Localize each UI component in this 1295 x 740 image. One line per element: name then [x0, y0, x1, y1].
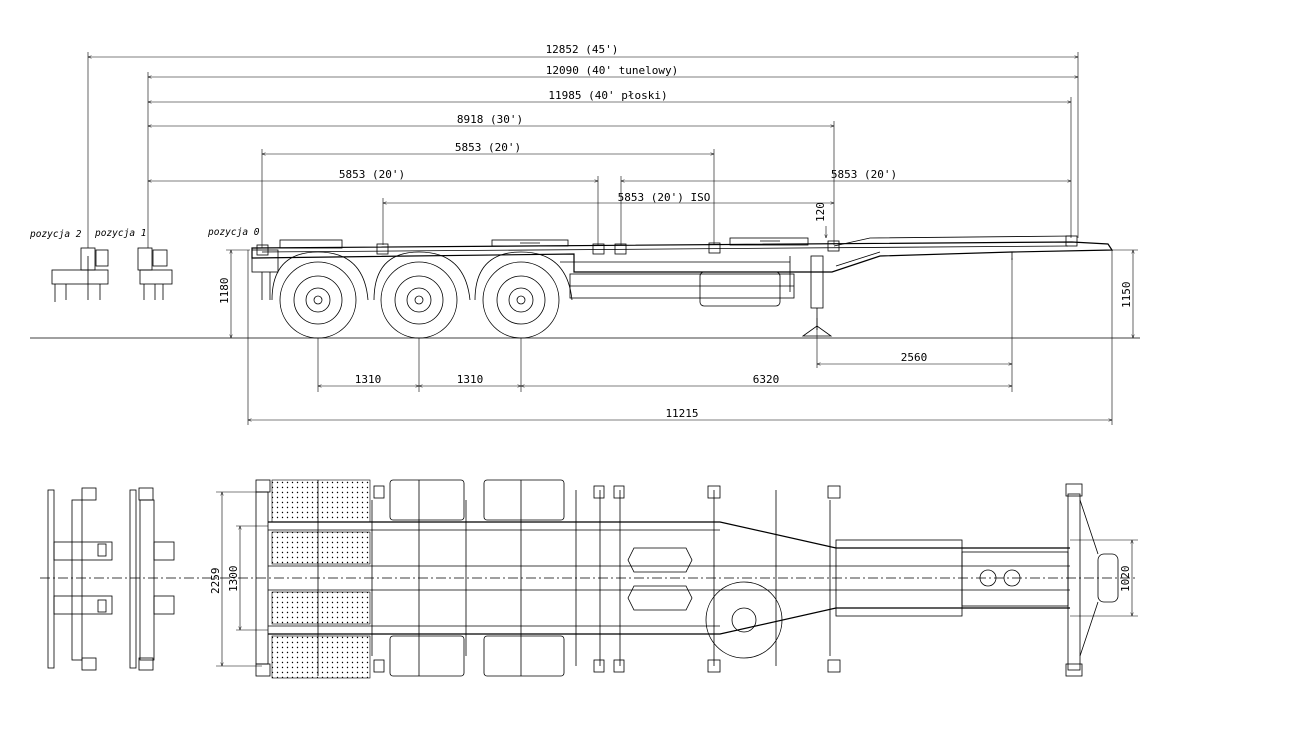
dim-5853-left-label: 5853 (20')	[339, 168, 405, 181]
top-view-trailer	[40, 479, 1135, 679]
dim-12852-label: 12852 (45')	[546, 43, 619, 56]
dim-1020-label: 1020	[1119, 566, 1132, 593]
dim-1300-label: 1300	[227, 566, 240, 593]
dim-1150-label: 1150	[1120, 282, 1133, 309]
position-0-label: pozycja 0	[207, 227, 260, 238]
dim-1180-label: 1180	[218, 278, 231, 305]
top-dimensions: 2259 1300 1020	[209, 491, 1138, 667]
side-dimensions: 12852 (45') 12090 (40' tunelowy) 11985 (…	[87, 43, 1138, 425]
dim-12090-label: 12090 (40' tunelowy)	[546, 64, 678, 77]
dim-5853-right-label: 5853 (20')	[831, 168, 897, 181]
position-1-label: pozycja 1	[94, 228, 146, 239]
bumper-positions: pozycja 2 pozycja 1 pozycja 0	[29, 227, 260, 302]
dim-5853-upper-label: 5853 (20')	[455, 141, 521, 154]
dim-2560-label: 2560	[901, 351, 928, 364]
dim-11985-label: 11985 (40' płoski)	[548, 89, 667, 102]
dim-2259-label: 2259	[209, 568, 222, 595]
position-2-label: pozycja 2	[29, 229, 82, 240]
dim-5853-iso-label: 5853 (20') ISO	[618, 191, 711, 204]
dim-1310-b-label: 1310	[457, 373, 484, 386]
dim-120-label: 120	[814, 202, 827, 222]
side-view-trailer	[30, 235, 1140, 339]
wheels-side	[271, 251, 573, 339]
dim-8918-label: 8918 (30')	[457, 113, 523, 126]
dim-6320-label: 6320	[753, 373, 780, 386]
dim-11215-label: 11215	[665, 407, 698, 420]
dim-1310-a-label: 1310	[355, 373, 382, 386]
